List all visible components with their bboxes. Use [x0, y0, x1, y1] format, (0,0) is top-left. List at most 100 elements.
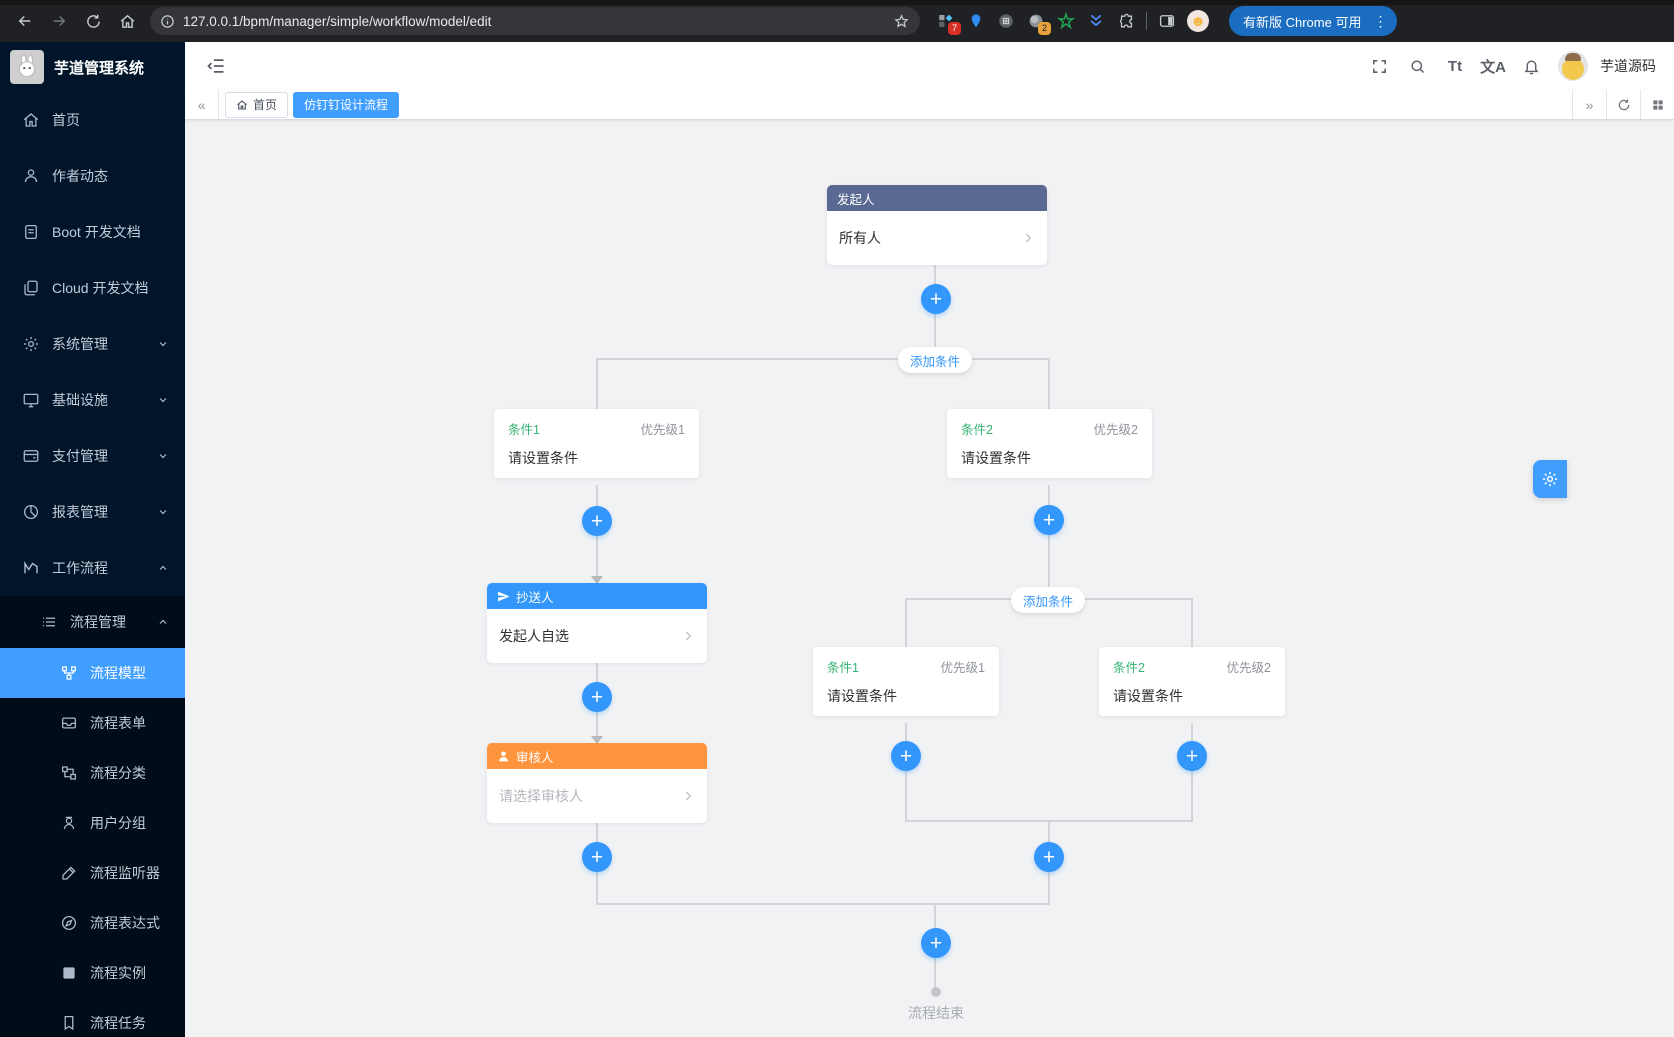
chevron-right-icon	[1021, 231, 1035, 245]
browser-home-icon[interactable]	[112, 6, 142, 36]
sidebar-item-label: 系统管理	[52, 334, 157, 354]
sidebar-item-process-task[interactable]: 流程任务	[0, 998, 185, 1037]
add-node-button[interactable]: +	[921, 284, 951, 314]
end-dot	[931, 987, 941, 997]
sidebar-item-process-listener[interactable]: 流程监听器	[0, 848, 185, 898]
translate-icon[interactable]: 文A	[1476, 49, 1510, 83]
add-node-button[interactable]: +	[582, 842, 612, 872]
app-logo-row: 芋道管理系统	[0, 42, 185, 92]
side-panel-icon[interactable]	[1157, 11, 1177, 31]
add-node-button[interactable]: +	[921, 928, 951, 958]
sidebar-item-label: Cloud 开发文档	[52, 278, 169, 298]
extensions-puzzle-icon[interactable]	[1116, 11, 1136, 31]
add-node-button[interactable]: +	[1034, 842, 1064, 872]
extension-star-icon[interactable]	[1056, 11, 1076, 31]
add-condition-button[interactable]: 添加条件	[1011, 587, 1085, 613]
sidebar-item-report[interactable]: 报表管理	[0, 484, 185, 540]
sidebar-item-cloud-docs[interactable]: Cloud 开发文档	[0, 260, 185, 316]
sidebar-item-workflow[interactable]: 工作流程	[0, 540, 185, 596]
tab-layout-grid-icon[interactable]	[1640, 90, 1674, 119]
profile-avatar[interactable]: ☻	[1187, 10, 1209, 32]
plus-icon: +	[591, 511, 603, 532]
tab-home[interactable]: 首页	[225, 92, 288, 118]
condition-priority: 优先级1	[641, 419, 685, 438]
add-condition-label: 添加条件	[910, 351, 960, 370]
sidebar-item-label: 流程监听器	[90, 863, 169, 883]
sidebar-item-process-model[interactable]: 流程模型	[0, 648, 185, 698]
chevron-down-icon	[157, 338, 169, 350]
chevron-down-icon	[157, 394, 169, 406]
add-node-button[interactable]: +	[582, 682, 612, 712]
sidebar-item-process-category[interactable]: 流程分类	[0, 748, 185, 798]
browser-forward-icon[interactable]	[44, 6, 74, 36]
extension-circle-icon[interactable]	[996, 11, 1016, 31]
approver-node[interactable]: 审核人 请选择审核人	[487, 743, 707, 823]
nested-condition-node-2[interactable]: 条件2 优先级2 请设置条件	[1099, 647, 1285, 716]
notification-bell-icon[interactable]	[1514, 49, 1548, 83]
condition-node-1[interactable]: 条件1 优先级1 请设置条件	[494, 409, 699, 478]
sidebar-item-boot-docs[interactable]: Boot 开发文档	[0, 204, 185, 260]
search-icon[interactable]	[1400, 49, 1434, 83]
workflow-canvas[interactable]: 发起人 所有人 + 添加条件 条件1 优先级1 请设置条件	[185, 120, 1674, 1037]
chevron-down-icon	[157, 450, 169, 462]
fullscreen-icon[interactable]	[1362, 49, 1396, 83]
sidebar-item-label: 基础设施	[52, 390, 157, 410]
sidebar-item-label: Boot 开发文档	[52, 222, 169, 242]
condition-priority: 优先级2	[1227, 657, 1271, 676]
connector-line	[596, 359, 598, 409]
condition-content: 请设置条件	[961, 448, 1138, 468]
chevron-right-icon	[681, 629, 695, 643]
sidebar-item-process-expression[interactable]: 流程表达式	[0, 898, 185, 948]
sidebar-item-label: 支付管理	[52, 446, 157, 466]
process-end-label: 流程结束	[908, 1003, 964, 1023]
tab-dingtalk-designer[interactable]: 仿钉钉设计流程	[293, 92, 399, 118]
tabs-scroll-right-icon[interactable]: »	[1572, 90, 1606, 119]
add-condition-button[interactable]: 添加条件	[898, 347, 972, 373]
add-node-button[interactable]: +	[1034, 505, 1064, 535]
sidebar-item-author[interactable]: 作者动态	[0, 148, 185, 204]
sidebar-item-infra[interactable]: 基础设施	[0, 372, 185, 428]
browser-back-icon[interactable]	[10, 6, 40, 36]
sidebar-item-process-form[interactable]: 流程表单	[0, 698, 185, 748]
plus-icon: +	[591, 847, 603, 868]
sidebar: 芋道管理系统 首页 作者动态 Boot 开发文档 Cloud 开发文档 系统管理…	[0, 42, 185, 1037]
font-size-icon[interactable]: Tt	[1438, 49, 1472, 83]
chevron-up-icon	[157, 562, 169, 574]
add-node-button[interactable]: +	[1177, 741, 1207, 771]
extension-recorder-icon[interactable]: 2	[1026, 11, 1046, 31]
sidebar-item-payment[interactable]: 支付管理	[0, 428, 185, 484]
canvas-settings-button[interactable]	[1533, 460, 1567, 498]
add-node-button[interactable]: +	[582, 506, 612, 536]
sidebar-item-process-instance[interactable]: 流程实例	[0, 948, 185, 998]
category-icon	[60, 764, 78, 782]
sidebar-item-process-mgmt[interactable]: 流程管理	[0, 596, 185, 648]
condition-name: 条件2	[961, 419, 993, 438]
sidebar-item-label: 流程分类	[90, 763, 169, 783]
start-node[interactable]: 发起人 所有人	[827, 185, 1047, 265]
monitor-icon	[22, 391, 40, 409]
sidebar-item-user-group[interactable]: 用户分组	[0, 798, 185, 848]
address-bar[interactable]: 127.0.0.1/bpm/manager/simple/workflow/mo…	[150, 7, 920, 35]
extension-drop-icon[interactable]	[966, 11, 986, 31]
condition-node-2[interactable]: 条件2 优先级2 请设置条件	[947, 409, 1152, 478]
extension-chevrons-icon[interactable]	[1086, 11, 1106, 31]
site-info-icon[interactable]	[160, 14, 175, 29]
add-node-button[interactable]: +	[891, 741, 921, 771]
browser-reload-icon[interactable]	[78, 6, 108, 36]
extension-blocks-icon[interactable]: 7	[936, 11, 956, 31]
approver-node-header: 审核人	[487, 743, 707, 769]
sidebar-item-label: 报表管理	[52, 502, 157, 522]
sidebar-item-home[interactable]: 首页	[0, 92, 185, 148]
user-avatar[interactable]	[1558, 51, 1588, 81]
tab-refresh-icon[interactable]	[1606, 90, 1640, 119]
tabs-scroll-left-icon[interactable]: «	[185, 90, 219, 119]
cc-node[interactable]: 抄送人 发起人自选	[487, 583, 707, 663]
browser-menu-icon[interactable]: ⋮	[1369, 13, 1391, 30]
sidebar-item-system[interactable]: 系统管理	[0, 316, 185, 372]
collapse-menu-icon[interactable]	[199, 49, 233, 83]
bookmark-star-icon[interactable]	[893, 13, 910, 30]
nested-condition-node-1[interactable]: 条件1 优先级1 请设置条件	[813, 647, 999, 716]
chevron-up-icon	[157, 616, 169, 628]
chrome-update-button[interactable]: 有新版 Chrome 可用 ⋮	[1229, 6, 1397, 36]
share-nodes-icon	[60, 664, 78, 682]
